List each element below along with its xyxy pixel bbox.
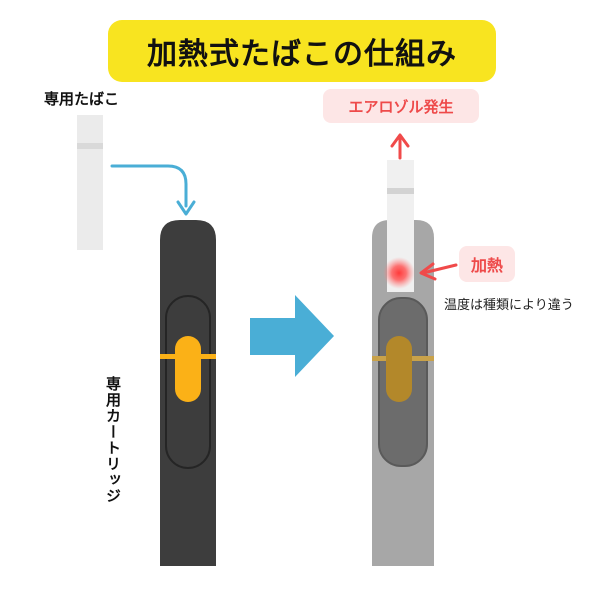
device-dark (160, 220, 216, 566)
aerosol-badge: エアロゾル発生 (323, 89, 479, 123)
heat-arrow (419, 262, 458, 281)
aerosol-arrow (390, 133, 410, 160)
process-arrow (250, 295, 334, 377)
tobacco-stick-label: 専用たばこ (44, 90, 120, 108)
tobacco-stick (77, 115, 103, 250)
heat-glow (383, 257, 415, 289)
temperature-note: 温度は種類により違う (444, 298, 574, 313)
device-light (372, 220, 434, 566)
page-title: 加熱式たばこの仕組み (147, 37, 457, 72)
heat-badge: 加熱 (459, 246, 515, 282)
title-banner: 加熱式たばこの仕組み (108, 20, 496, 82)
insert-arrow (110, 164, 196, 216)
cartridge-label: 専用カートリッジ (104, 376, 122, 504)
